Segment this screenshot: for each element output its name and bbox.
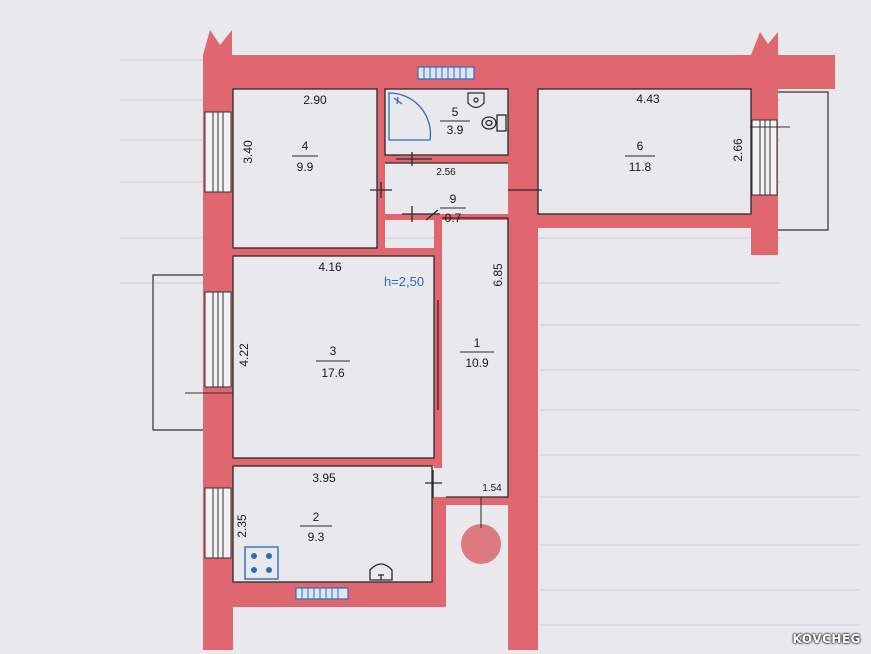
dim-room4-width: 2.90: [303, 93, 327, 107]
room-area: 10.9: [465, 356, 489, 370]
room-number: 9: [450, 192, 457, 206]
room-area: 3.9: [447, 123, 464, 137]
stove-icon: [244, 546, 279, 580]
dim-room2-width: 3.95: [312, 471, 336, 485]
dim-room6-height: 2.66: [731, 138, 745, 162]
utility-riser-icon: [461, 497, 501, 564]
room-2-label: 2 9.3: [300, 510, 332, 544]
room-6-label: 6 11.8: [625, 139, 655, 174]
door-marks: [370, 152, 542, 498]
vent-grille-top: [417, 66, 475, 80]
room-number: 6: [637, 139, 644, 153]
room-area: 9.9: [297, 160, 314, 174]
room-number: 1: [474, 336, 481, 350]
dim-room4-height: 3.40: [241, 140, 255, 164]
dim-room3-width: 4.16: [318, 260, 342, 274]
dimension-labels: 2.90 3.40 4.43 2.66 2.56 4.16 4.22 6.85 …: [235, 92, 745, 538]
room-number: 4: [302, 139, 309, 153]
dim-room2-height: 2.35: [235, 514, 249, 538]
room-area: 9.3: [308, 530, 325, 544]
dim-corridor-length: 6.85: [491, 263, 505, 287]
ceiling-height-label: h=2,50: [384, 274, 424, 289]
window-stripes: [185, 112, 790, 558]
room-area: 0.7: [445, 211, 462, 225]
vent-grille-bottom: [295, 587, 349, 600]
toilet-icon: [481, 114, 507, 132]
sink-icon: [467, 92, 485, 109]
room-labels: 4 9.9 5 3.9 6 11.8 9 0.7 3 17.6 1 10.9: [292, 105, 655, 544]
dim-room3-height: 4.22: [237, 343, 251, 367]
room-5-label: 5 3.9: [440, 105, 470, 137]
kitchen-sink-icon: [369, 563, 393, 581]
dim-entry: 1.54: [482, 483, 502, 494]
watermark: KOVCHEG: [792, 632, 861, 646]
room-1-label: 1 10.9: [460, 336, 494, 370]
room-area: 17.6: [321, 366, 345, 380]
room-fills: [233, 89, 751, 607]
shower-tray-icon: [388, 92, 432, 141]
dim-bath-door: 2.56: [436, 167, 456, 178]
room-3-label: 3 17.6: [316, 344, 350, 380]
room-number: 2: [313, 510, 320, 524]
dim-room6-width: 4.43: [636, 92, 660, 106]
balcony-left: [152, 274, 203, 431]
balcony-right: [775, 91, 829, 231]
room-area: 11.8: [629, 160, 652, 174]
room-number: 3: [330, 344, 337, 358]
room-4-label: 4 9.9: [292, 139, 318, 174]
room-outlines: [232, 88, 752, 583]
room-number: 5: [452, 105, 459, 119]
room-9-label: 9 0.7: [440, 192, 466, 225]
